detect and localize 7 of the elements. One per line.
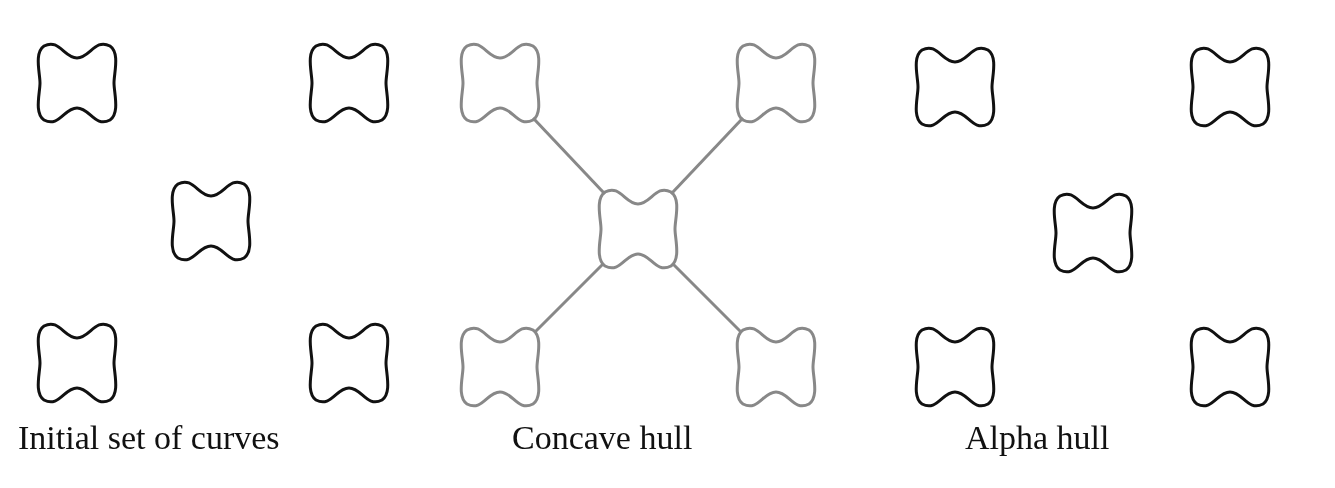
connecting-line: [671, 262, 743, 334]
panel-caption: Concave hull: [512, 418, 693, 458]
panel-caption: Initial set of curves: [18, 418, 280, 458]
connecting-line: [532, 116, 606, 196]
connecting-line: [670, 116, 744, 196]
panel-caption: Alpha hull: [965, 418, 1110, 458]
connecting-line: [533, 262, 605, 334]
